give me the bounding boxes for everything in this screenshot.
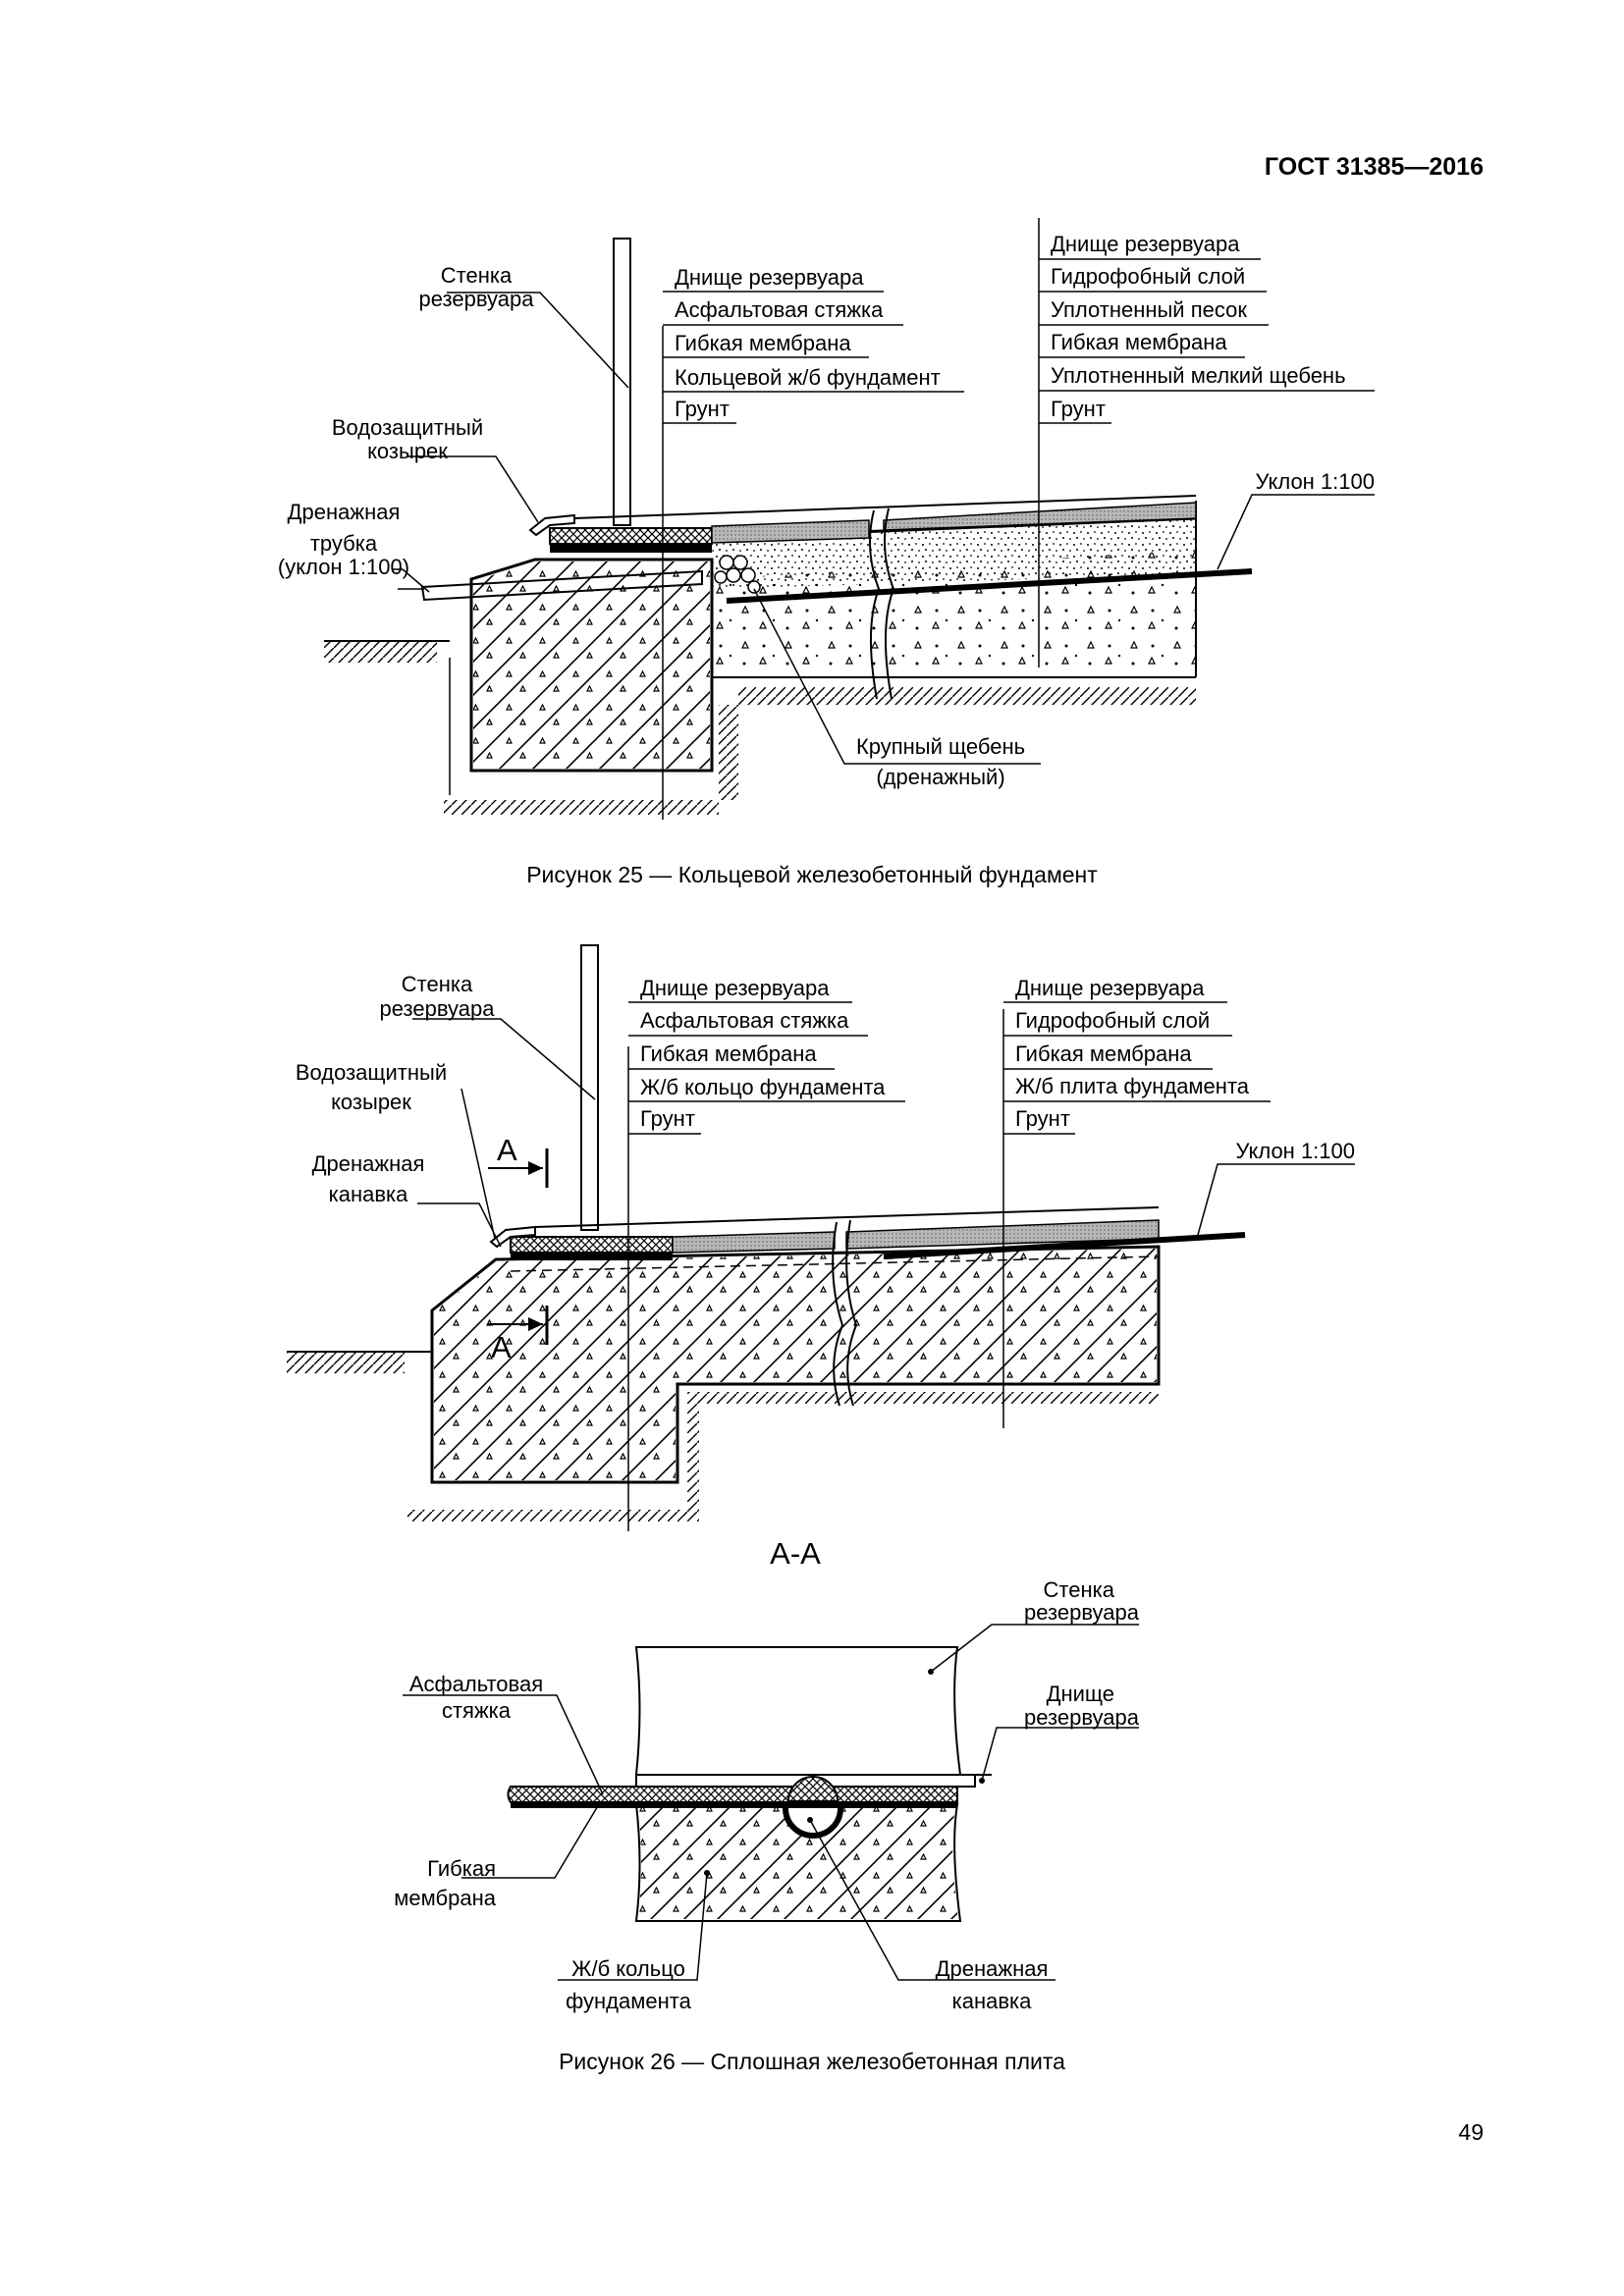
section-aa-title: А-А [770,1536,821,1571]
fig25-wall-label-1: Стенка [441,263,513,288]
aa-groove-label-1: Дренажная [936,1956,1049,1981]
fig25-canopy-label-1: Водозащитный [332,415,483,440]
tank-wall [613,238,631,526]
section-mark-top: А [488,1133,549,1188]
fig26-groove-label-1: Дренажная [312,1151,425,1176]
fig26-canopy-label-2: козырек [331,1090,411,1114]
fig25-ring-layer-list: Днище резервуара Асфальтовая стяжка Гибк… [663,265,964,424]
page-number: 49 [1458,2119,1484,2145]
drain-pipe [420,569,703,602]
figure-25-caption: Рисунок 25 — Кольцевой железобетонный фу… [526,862,1098,887]
layer-label: Грунт [1051,397,1106,421]
fig25-gravel-label-1: Крупный щебень [856,734,1025,759]
layer-label: Гибкая мембрана [640,1041,817,1066]
fig26-groove-label-2: канавка [329,1182,409,1206]
coarse-gravel [714,555,761,594]
layer-label: Уплотненный песок [1051,297,1247,322]
layer-label: Кольцевой ж/б фундамент [675,365,941,390]
layer-label: Гибкая мембрана [675,331,851,355]
aa-wall-label-2: резервуара [1024,1600,1140,1625]
standard-number: ГОСТ 31385—2016 [1265,153,1484,181]
layer-label: Грунт [675,397,730,421]
layer-label: Уплотненный мелкий щебень [1051,363,1346,388]
fig25-canopy-label-2: козырек [367,439,448,463]
aa-ring-label-1: Ж/б кольцо [571,1956,685,1981]
layer-label: Ж/б кольцо фундамента [640,1075,886,1099]
aa-ring-label-2: фундамента [566,1989,691,2013]
aa-bottom-label-2: резервуара [1024,1705,1140,1730]
aa-groove-label-2: канавка [952,1989,1033,2013]
section-mark-bottom: А [488,1306,549,1364]
fig26-wall-label-2: резервуара [380,996,496,1021]
fig25-center-layer-list: Днище резервуара Гидрофобный слой Уплотн… [1039,232,1375,424]
layer-label: Днище резервуара [1051,232,1240,256]
section-tank-wall [634,1646,962,1776]
svg-text:А: А [491,1330,512,1364]
layer-label: Днище резервуара [640,976,830,1000]
section-aa: А-А Стенка резервуара Днище резервуара А… [394,1536,1139,2013]
fig25-drain-2: трубка [310,531,378,556]
layer-label: Гибкая мембрана [1015,1041,1192,1066]
fig26-slope-label: Уклон 1:100 [1236,1139,1356,1163]
fig26-center-layer-list: Днище резервуара Гидрофобный слой Гибкая… [1003,976,1271,1135]
fig26-membrane-line [883,1232,1246,1259]
layer-label: Асфальтовая стяжка [675,297,884,322]
layer-label: Гидрофобный слой [1015,1008,1210,1033]
fig26-canopy-label-1: Водозащитный [296,1060,447,1085]
figure-25: Стенка резервуара Водозащитный козырек Д… [278,218,1375,887]
fig26-ring-layer-list: Днище резервуара Асфальтовая стяжка Гибк… [628,976,905,1135]
layer-label: Асфальтовая стяжка [640,1008,849,1033]
fig26-tank-wall [580,944,599,1231]
layer-label: Гибкая мембрана [1051,330,1227,354]
fig25-drain-3: (уклон 1:100) [278,555,409,579]
water-canopy [528,513,575,537]
aa-wall-label-1: Стенка [1044,1577,1115,1602]
fig26-wall-label-1: Стенка [402,972,473,996]
aa-membrane-label-1: Гибкая [427,1856,496,1881]
layer-label: Днище резервуара [675,265,864,290]
layer-label: Днище резервуара [1015,976,1205,1000]
aa-bottom-label-1: Днище [1047,1682,1114,1706]
fig25-slope-label: Уклон 1:100 [1256,469,1376,494]
section-drain-groove [783,1807,843,1839]
layer-label: Ж/б плита фундамента [1015,1074,1250,1098]
layer-label: Грунт [640,1106,695,1131]
aa-membrane-label-2: мембрана [394,1886,496,1910]
layer-label: Грунт [1015,1106,1070,1131]
aa-asphalt-label-2: стяжка [442,1698,512,1723]
figure-26: А А Стенка резервуара Водозащитный козыр… [287,944,1356,1531]
layer-label: Гидрофобный слой [1051,264,1245,289]
section-ring-foundation [638,1806,958,1919]
fig25-gravel-label-2: (дренажный) [876,765,1004,789]
aa-asphalt-label-1: Асфальтовая [409,1672,543,1696]
fig25-drain-1: Дренажная [288,500,401,524]
svg-text:А: А [497,1133,517,1167]
ground-hatch [324,641,437,663]
figure-26-caption: Рисунок 26 — Сплошная железобетонная пли… [559,2049,1065,2074]
membrane-line [726,568,1253,604]
fig25-wall-label-2: резервуара [419,287,535,311]
